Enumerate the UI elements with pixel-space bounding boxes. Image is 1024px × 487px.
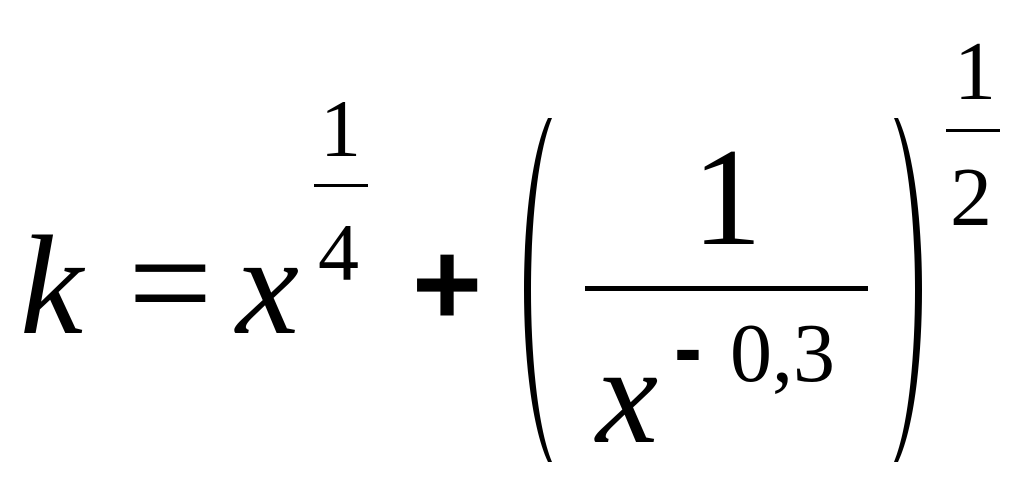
outer-exponent-denominator: 2 (950, 151, 992, 244)
inner-fraction-bar (585, 286, 868, 291)
plus-sign: + (412, 217, 483, 351)
denominator-exponent-value: 0,3 (730, 307, 835, 400)
lhs-variable-k: k (20, 206, 84, 364)
outer-exponent-fraction-bar (946, 129, 1000, 132)
denominator-base-x: x (596, 318, 659, 473)
equals-sign: = (128, 200, 213, 366)
right-parenthesis (888, 116, 928, 464)
exponent-1-numerator: 1 (320, 83, 361, 174)
outer-exponent-numerator: 1 (954, 25, 996, 118)
denominator-exponent-sign: - (674, 301, 702, 395)
base-variable-x: x (236, 206, 300, 364)
exponent-1-denominator: 4 (318, 207, 359, 298)
left-parenthesis (518, 116, 558, 464)
inner-fraction-numerator: 1 (692, 120, 762, 275)
exponent-1-fraction-bar (314, 184, 368, 187)
